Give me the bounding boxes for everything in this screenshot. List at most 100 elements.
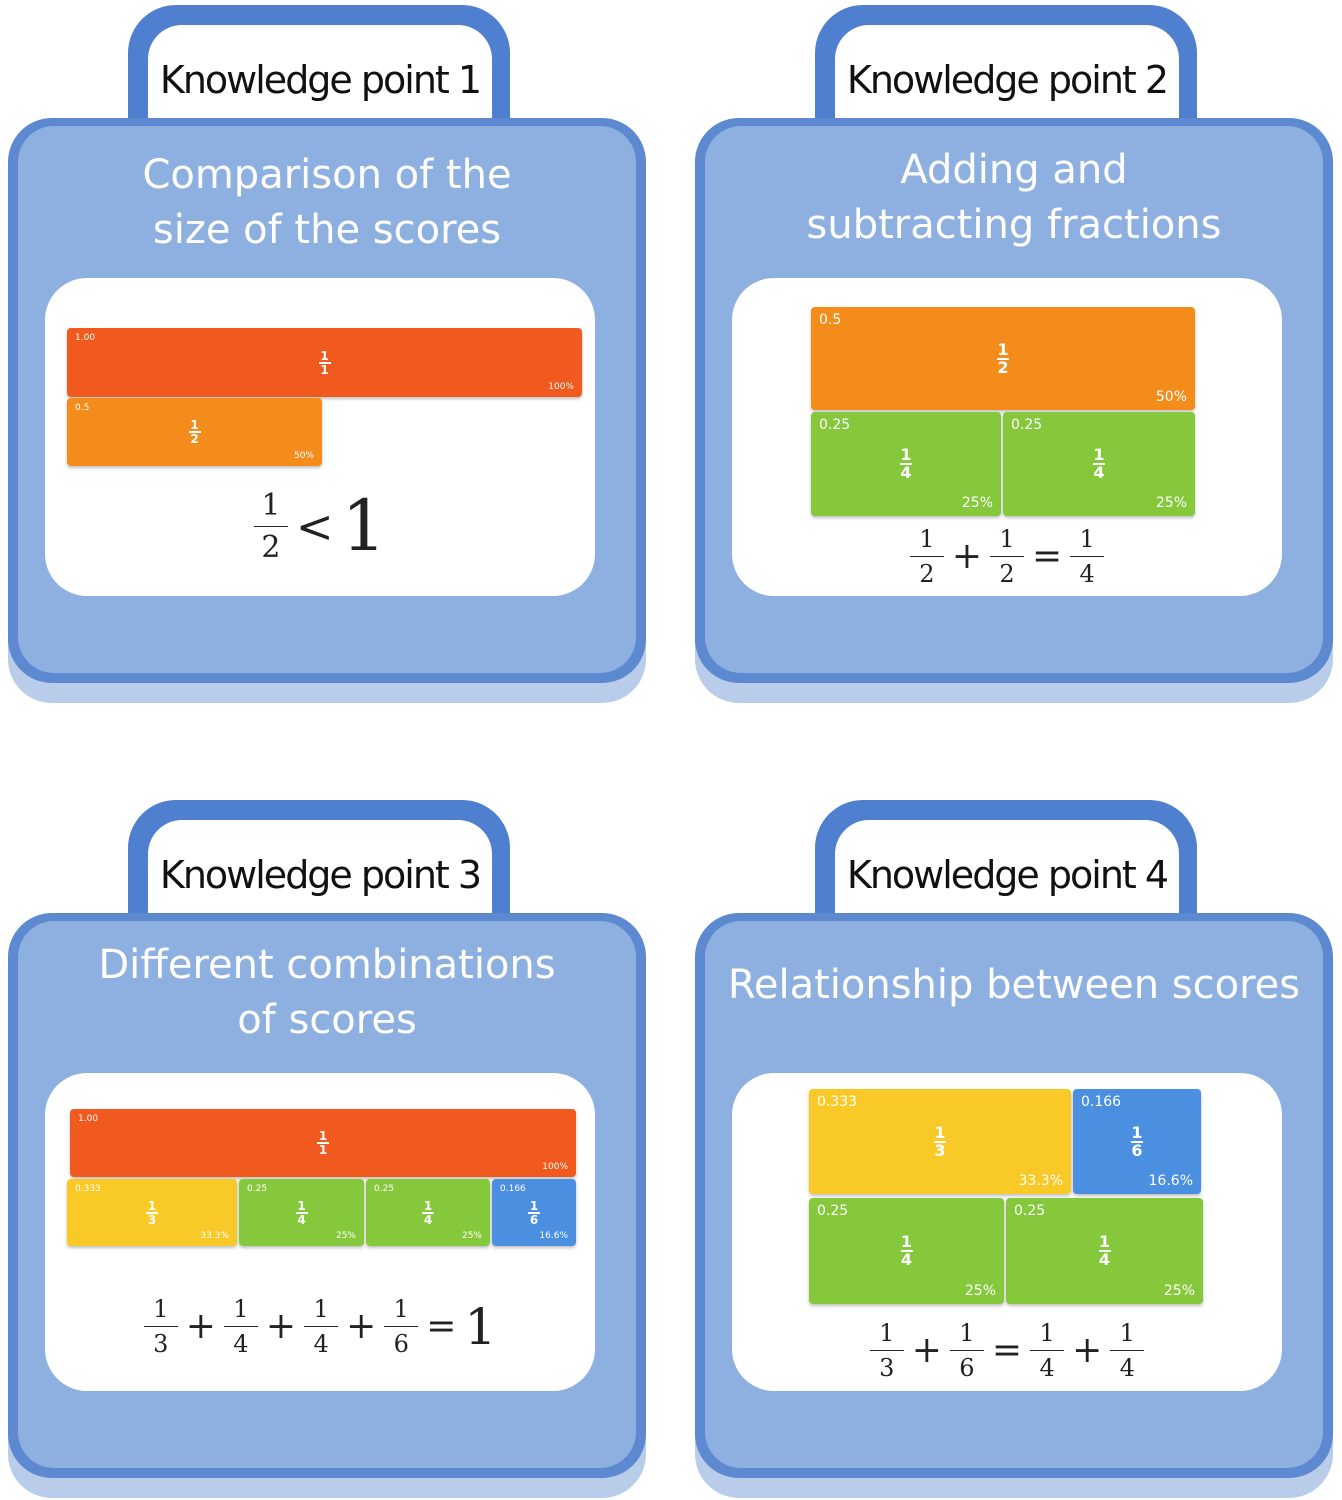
tile-percent: 50% [1155, 389, 1187, 405]
tile-decimal: 0.333 [75, 1184, 101, 1194]
fraction-bar [143, 1326, 178, 1327]
numerator: 1 [999, 525, 1015, 553]
tile-decimal: 0.25 [374, 1184, 395, 1194]
tile-percent: 25% [461, 1231, 482, 1241]
fraction-bar [900, 463, 912, 465]
fraction-bar [1070, 556, 1105, 557]
tile-decimal: 0.333 [817, 1094, 858, 1110]
fraction-bar [188, 431, 201, 433]
fraction-bar [422, 1211, 434, 1214]
equation-operator: = [991, 1330, 1023, 1371]
fraction-bar [949, 1350, 984, 1351]
tab-label: Knowledge point 4 [835, 820, 1179, 930]
denominator: 2 [261, 529, 281, 565]
fraction-bar [934, 1140, 946, 1143]
denominator: 4 [297, 1212, 306, 1227]
tile-percent: 25% [1155, 495, 1187, 511]
numerator: 1 [393, 1295, 409, 1323]
fraction-bar [223, 1326, 258, 1327]
denominator: 6 [1131, 1140, 1143, 1160]
fraction-bar [990, 556, 1024, 557]
fraction-bar [900, 1250, 913, 1252]
tab-label: Knowledge point 2 [835, 25, 1179, 135]
fraction-bar [253, 525, 288, 527]
equation-operator: + [265, 1306, 297, 1347]
numerator: 1 [959, 1319, 975, 1347]
tile-decimal: 0.166 [1081, 1094, 1122, 1110]
tile-percent: 25% [335, 1231, 356, 1241]
denominator: 3 [879, 1354, 895, 1382]
fraction-bar [909, 556, 944, 557]
tile-decimal: 1.00 [75, 333, 96, 343]
equation-operator: + [185, 1306, 216, 1347]
numerator: 1 [297, 1198, 306, 1213]
tile-decimal: 0.25 [819, 417, 851, 433]
fraction-bar [1098, 1250, 1111, 1252]
tile-decimal: 0.25 [817, 1203, 849, 1219]
tile-decimal: 0.25 [1011, 417, 1043, 433]
equation-operator: + [346, 1306, 377, 1347]
denominator: 4 [313, 1330, 329, 1358]
knowledge-point-tab: Knowledge point 3 [128, 800, 510, 930]
fraction-bar [318, 361, 331, 364]
denominator: 4 [1039, 1354, 1055, 1382]
tile-percent: 33.3% [1018, 1173, 1063, 1189]
tile-decimal: 0.25 [247, 1184, 268, 1194]
denominator: 4 [1093, 463, 1105, 482]
tile-percent: 50% [293, 451, 314, 461]
tile-percent: 100% [548, 382, 574, 392]
knowledge-point-tab: Knowledge point 2 [815, 5, 1197, 135]
denominator: 1 [320, 362, 329, 377]
equation-operator: < [295, 499, 334, 553]
numerator: 1 [1131, 1122, 1143, 1142]
tile-percent: 100% [542, 1162, 568, 1172]
tile-percent: 25% [1163, 1283, 1195, 1299]
panel-title-line: subtracting fractions [806, 202, 1222, 248]
numerator: 1 [233, 1295, 249, 1323]
fraction-bar [528, 1211, 540, 1214]
denominator: 6 [529, 1212, 539, 1227]
denominator: 6 [393, 1330, 409, 1358]
denominator: 2 [997, 357, 1009, 377]
fraction-bar [295, 1211, 308, 1214]
numerator: 1 [1098, 1232, 1111, 1251]
numerator: 1 [153, 1295, 169, 1323]
denominator: 4 [1119, 1354, 1135, 1382]
tile-percent: 16.6% [539, 1231, 568, 1241]
numerator: 1 [318, 1129, 328, 1143]
numerator: 1 [900, 445, 912, 464]
numerator: 1 [1119, 1319, 1135, 1347]
equation-operator: + [951, 536, 982, 577]
numerator: 1 [1039, 1319, 1055, 1347]
numerator: 1 [313, 1295, 329, 1323]
panel-title-line: Different combinations [98, 942, 556, 988]
fraction-bar [317, 1142, 329, 1144]
denominator: 4 [900, 1250, 913, 1269]
